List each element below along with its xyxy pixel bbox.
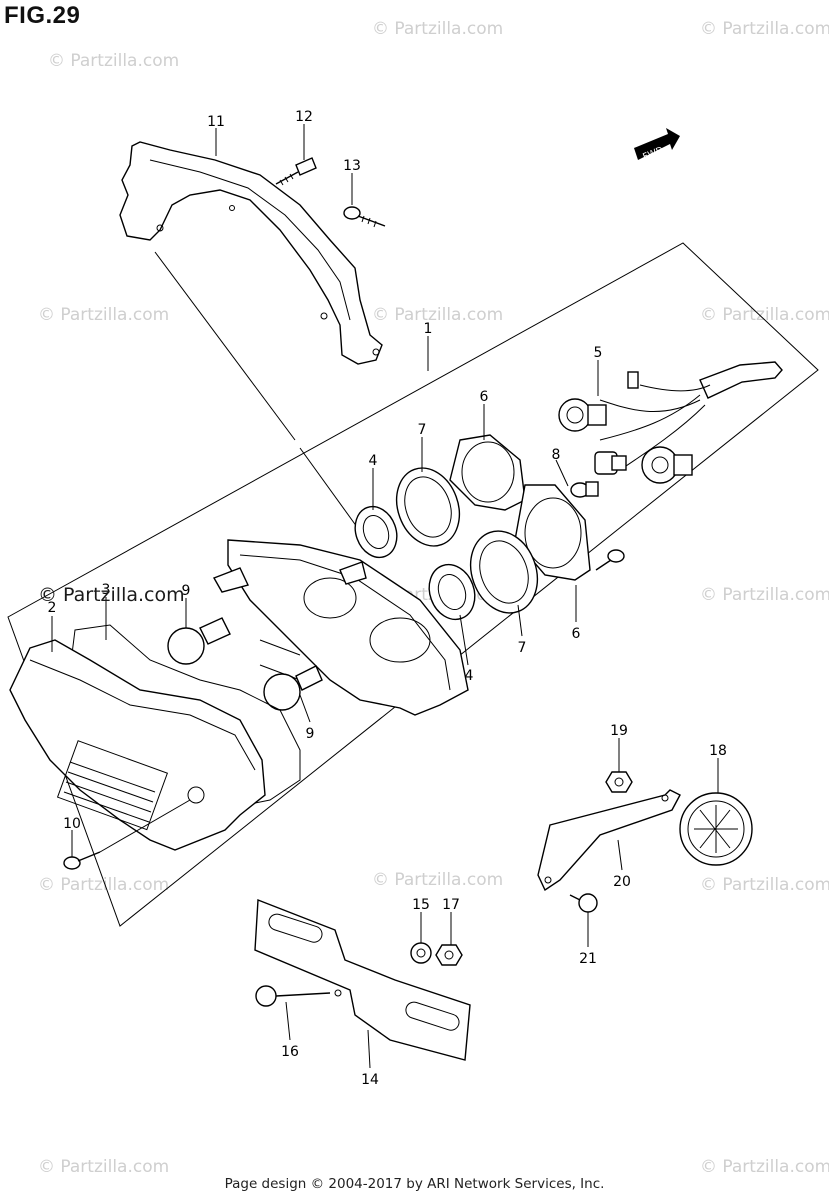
watermark: © Partzilla.com [372, 19, 503, 39]
watermark: © Partzilla.com [38, 875, 169, 895]
callout-20: 20 [613, 874, 631, 890]
watermark: © Partzilla.com [372, 305, 503, 325]
callout-labels: 1 2 3 4 4 5 6 6 7 7 8 9 9 10 11 12 13 14… [48, 109, 727, 1088]
nut-19 [605, 771, 633, 793]
bulb-upper [167, 617, 231, 665]
gasket-upper [449, 434, 526, 511]
leader-line [99, 799, 191, 853]
callout-7: 7 [518, 640, 527, 656]
callout-leaders [51, 124, 719, 1069]
callout-21: 21 [579, 951, 597, 967]
watermark: © Partzilla.com [700, 305, 829, 325]
callout-18: 18 [709, 743, 727, 759]
screw-21 [569, 893, 598, 913]
leader-line [154, 251, 296, 441]
forward-arrow-icon: FWD [634, 128, 680, 163]
screw-gasket [595, 549, 625, 571]
callout-13: 13 [343, 158, 361, 174]
screw-13 [343, 206, 386, 228]
callout-17: 17 [442, 897, 460, 913]
watermark: © Partzilla.com [700, 585, 829, 605]
figure-title: FIG.29 [4, 2, 81, 29]
watermark: © Partzilla.com [700, 19, 829, 39]
footer-copyright: Page design © 2004-2017 by ARI Network S… [224, 1176, 605, 1192]
watermark: © Partzilla.com [38, 305, 169, 325]
holder-upper [354, 505, 398, 559]
callout-19: 19 [610, 723, 628, 739]
callout-8: 8 [552, 447, 561, 463]
nut-17 [435, 944, 463, 966]
callout-6: 6 [572, 626, 581, 642]
callout-16: 16 [281, 1044, 299, 1060]
holder-lower [428, 563, 476, 621]
bulb-lower [263, 665, 323, 711]
watermark: © Partzilla.com [48, 51, 179, 71]
watermark: © Partzilla.com [372, 870, 503, 890]
callout-15: 15 [412, 897, 430, 913]
bolt-16 [255, 985, 331, 1007]
round-reflector [679, 792, 753, 866]
callout-6: 6 [480, 389, 489, 405]
watermark: © Partzilla.com [38, 1157, 169, 1177]
callout-10: 10 [63, 816, 81, 832]
watermark: © Partzilla.com [700, 1157, 829, 1177]
license-bracket [254, 898, 471, 1061]
callout-4: 4 [465, 668, 474, 684]
assembly-outline [7, 242, 819, 927]
screw-10 [63, 851, 101, 870]
rear-bracket [119, 141, 383, 365]
screw-12 [275, 157, 317, 186]
callout-12: 12 [295, 109, 313, 125]
callout-3: 3 [102, 582, 111, 598]
callout-9: 9 [306, 726, 315, 742]
callout-11: 11 [207, 114, 225, 130]
callout-1: 1 [424, 321, 433, 337]
wiring-harness [558, 361, 783, 498]
watermark: © Partzilla.com [700, 875, 829, 895]
callout-5: 5 [594, 345, 603, 361]
reflector-upper [395, 467, 461, 547]
lamp-housing [212, 539, 469, 716]
callout-4: 4 [369, 453, 378, 469]
tail-lens [9, 639, 266, 851]
callout-7: 7 [418, 422, 427, 438]
reflector-bracket [537, 789, 681, 892]
callout-2: 2 [48, 600, 57, 616]
washer-15 [410, 942, 432, 964]
callout-9: 9 [182, 583, 191, 599]
partzilla-link[interactable]: © Partzilla.com [38, 584, 185, 606]
callout-14: 14 [361, 1072, 379, 1088]
